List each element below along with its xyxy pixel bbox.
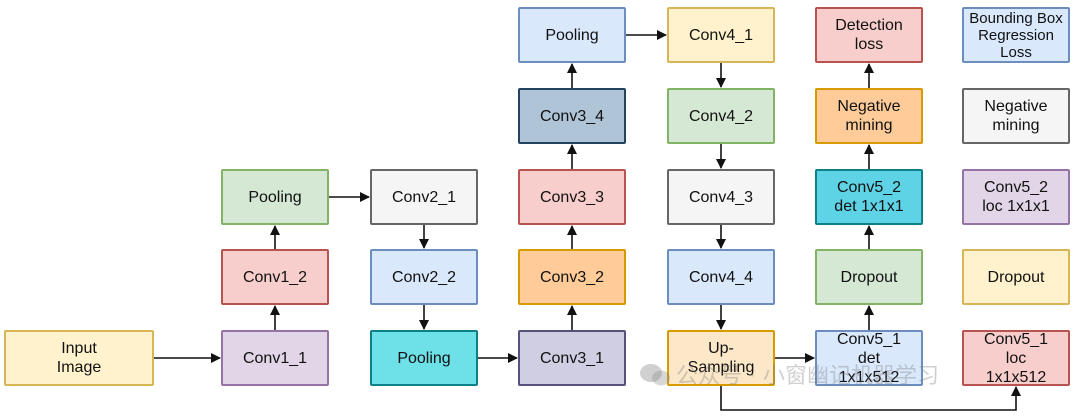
node-up-sampling: Up- Sampling <box>667 330 775 386</box>
node-conv5-2-loc: Conv5_2 loc 1x1x1 <box>962 169 1070 225</box>
node-conv3-1: Conv3_1 <box>518 330 626 386</box>
node-negative-mining-loc: Negative mining <box>962 88 1070 144</box>
node-input-image: Input Image <box>4 330 154 386</box>
node-pooling-3: Pooling <box>518 7 626 63</box>
node-conv2-2: Conv2_2 <box>370 249 478 305</box>
node-conv1-2: Conv1_2 <box>221 249 329 305</box>
node-conv5-1-det: Conv5_1 det 1x1x512 <box>815 330 923 386</box>
node-conv4-3: Conv4_3 <box>667 169 775 225</box>
node-negative-mining-det: Negative mining <box>815 88 923 144</box>
node-bounding-box-regression-loss: Bounding Box Regression Loss <box>962 7 1070 63</box>
node-pooling-1: Pooling <box>221 169 329 225</box>
edge-upsampling-to-conv5_1_loc <box>720 386 1021 411</box>
node-detection-loss: Detection loss <box>815 7 923 63</box>
node-conv4-1: Conv4_1 <box>667 7 775 63</box>
node-conv3-2: Conv3_2 <box>518 249 626 305</box>
node-conv3-3: Conv3_3 <box>518 169 626 225</box>
node-pooling-2: Pooling <box>370 330 478 386</box>
node-conv4-4: Conv4_4 <box>667 249 775 305</box>
watermark-text: 公众号 · 小窗幽记机器学习 <box>676 364 939 389</box>
wechat-icon <box>640 364 670 386</box>
node-conv1-1: Conv1_1 <box>221 330 329 386</box>
node-dropout-loc: Dropout <box>962 249 1070 305</box>
node-dropout-det: Dropout <box>815 249 923 305</box>
node-conv3-4: Conv3_4 <box>518 88 626 144</box>
node-conv5-2-det: Conv5_2 det 1x1x1 <box>815 169 923 225</box>
node-conv4-2: Conv4_2 <box>667 88 775 144</box>
node-conv5-1-loc: Conv5_1 loc 1x1x512 <box>962 330 1070 386</box>
node-conv2-1: Conv2_1 <box>370 169 478 225</box>
